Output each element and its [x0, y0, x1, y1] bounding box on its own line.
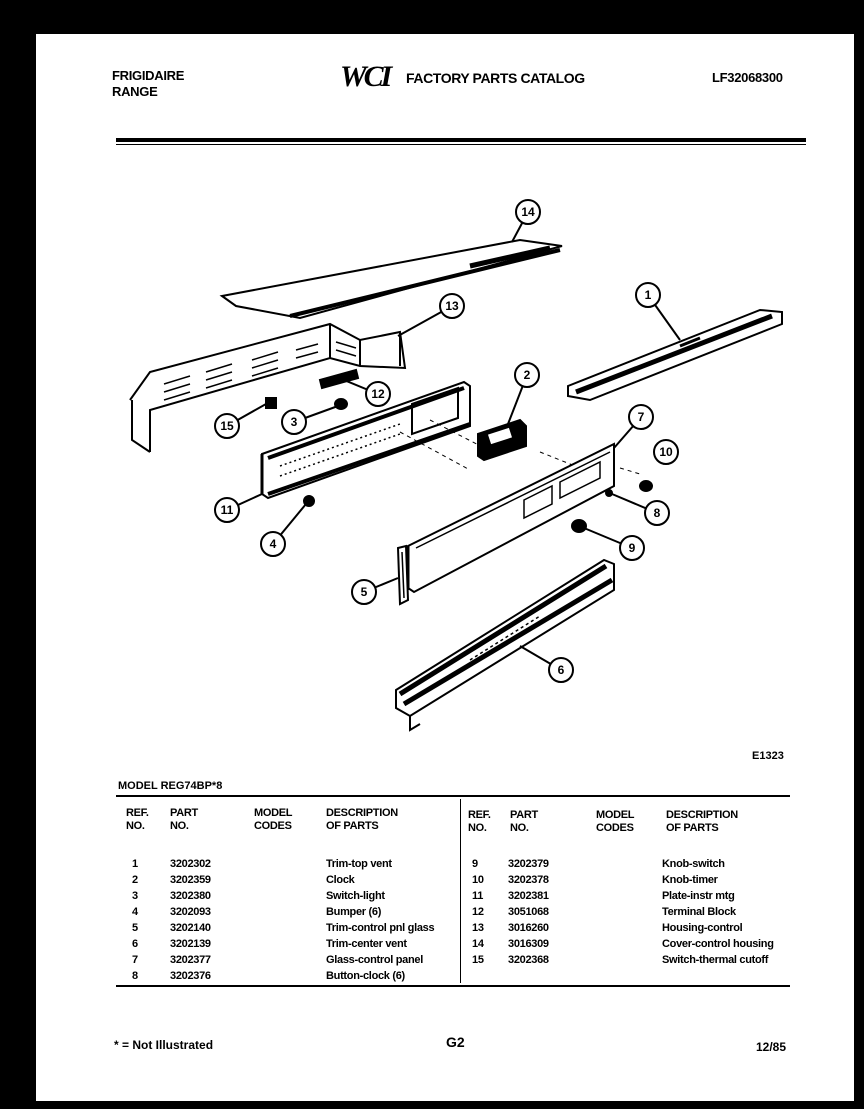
brand-block: FRIGIDAIRE RANGE: [112, 68, 184, 100]
table-bottom-rule: [116, 985, 790, 987]
footnote: * = Not Illustrated: [114, 1038, 214, 1052]
page-number: G2: [446, 1034, 465, 1050]
part-cover-control-housing: [219, 238, 563, 320]
part-button-clock: [605, 489, 613, 497]
callout-10: 10: [659, 445, 673, 459]
callout-1: 1: [645, 288, 652, 302]
callout-2: 2: [524, 368, 531, 382]
part-trim-center-vent: [395, 558, 615, 732]
catalog-number: LF32068300: [712, 70, 783, 85]
header-rule-thin: [116, 144, 806, 145]
callout-11: 11: [221, 503, 234, 517]
callout-15: 15: [220, 419, 234, 433]
part-trim-control-pnl-glass: [396, 544, 410, 606]
catalog-date: 12/85: [756, 1040, 787, 1054]
wci-logo: WCI: [340, 60, 392, 93]
diagram-code: E1323: [752, 750, 784, 762]
callout-12: 12: [371, 387, 385, 401]
callout-9: 9: [629, 541, 636, 555]
part-clock: [477, 418, 527, 462]
table-top-rule: [116, 795, 790, 797]
header-ref-right: REF.NO.: [468, 809, 491, 834]
exploded-parts-diagram: 14 1 13 12 2 15 3 7 10 11 8 4 9 5 6: [129, 199, 783, 732]
part-knob-timer: [639, 480, 653, 492]
part-glass-control-panel: [406, 442, 615, 594]
part-housing-control: [129, 322, 407, 453]
callout-14: 14: [521, 205, 535, 219]
table-divider: [460, 799, 461, 983]
callout-7: 7: [638, 410, 645, 424]
part-trim-top-vent: [567, 308, 783, 402]
catalog-sheet: FRIGIDAIRE RANGE WCI FACTORY PARTS CATAL…: [36, 34, 854, 1101]
catalog-title: FACTORY PARTS CATALOG: [406, 70, 585, 86]
brand-name: FRIGIDAIRE: [112, 68, 185, 83]
part-terminal-block: [318, 368, 360, 390]
header-ref: REF.NO.: [126, 807, 149, 832]
callout-4: 4: [270, 537, 277, 551]
part-bumper: [303, 495, 315, 507]
model-line: MODEL REG74BP*8: [118, 780, 223, 792]
callout-13: 13: [445, 299, 459, 313]
callout-8: 8: [654, 506, 661, 520]
header-rule: [116, 138, 806, 142]
part-plate-instr-mtg: [260, 380, 471, 500]
part-thermal-cutoff: [265, 397, 277, 409]
part-knob-switch: [571, 519, 587, 533]
product-type: RANGE: [112, 84, 158, 99]
callout-3: 3: [291, 415, 298, 429]
callout-6: 6: [558, 663, 565, 677]
callout-5: 5: [361, 585, 368, 599]
